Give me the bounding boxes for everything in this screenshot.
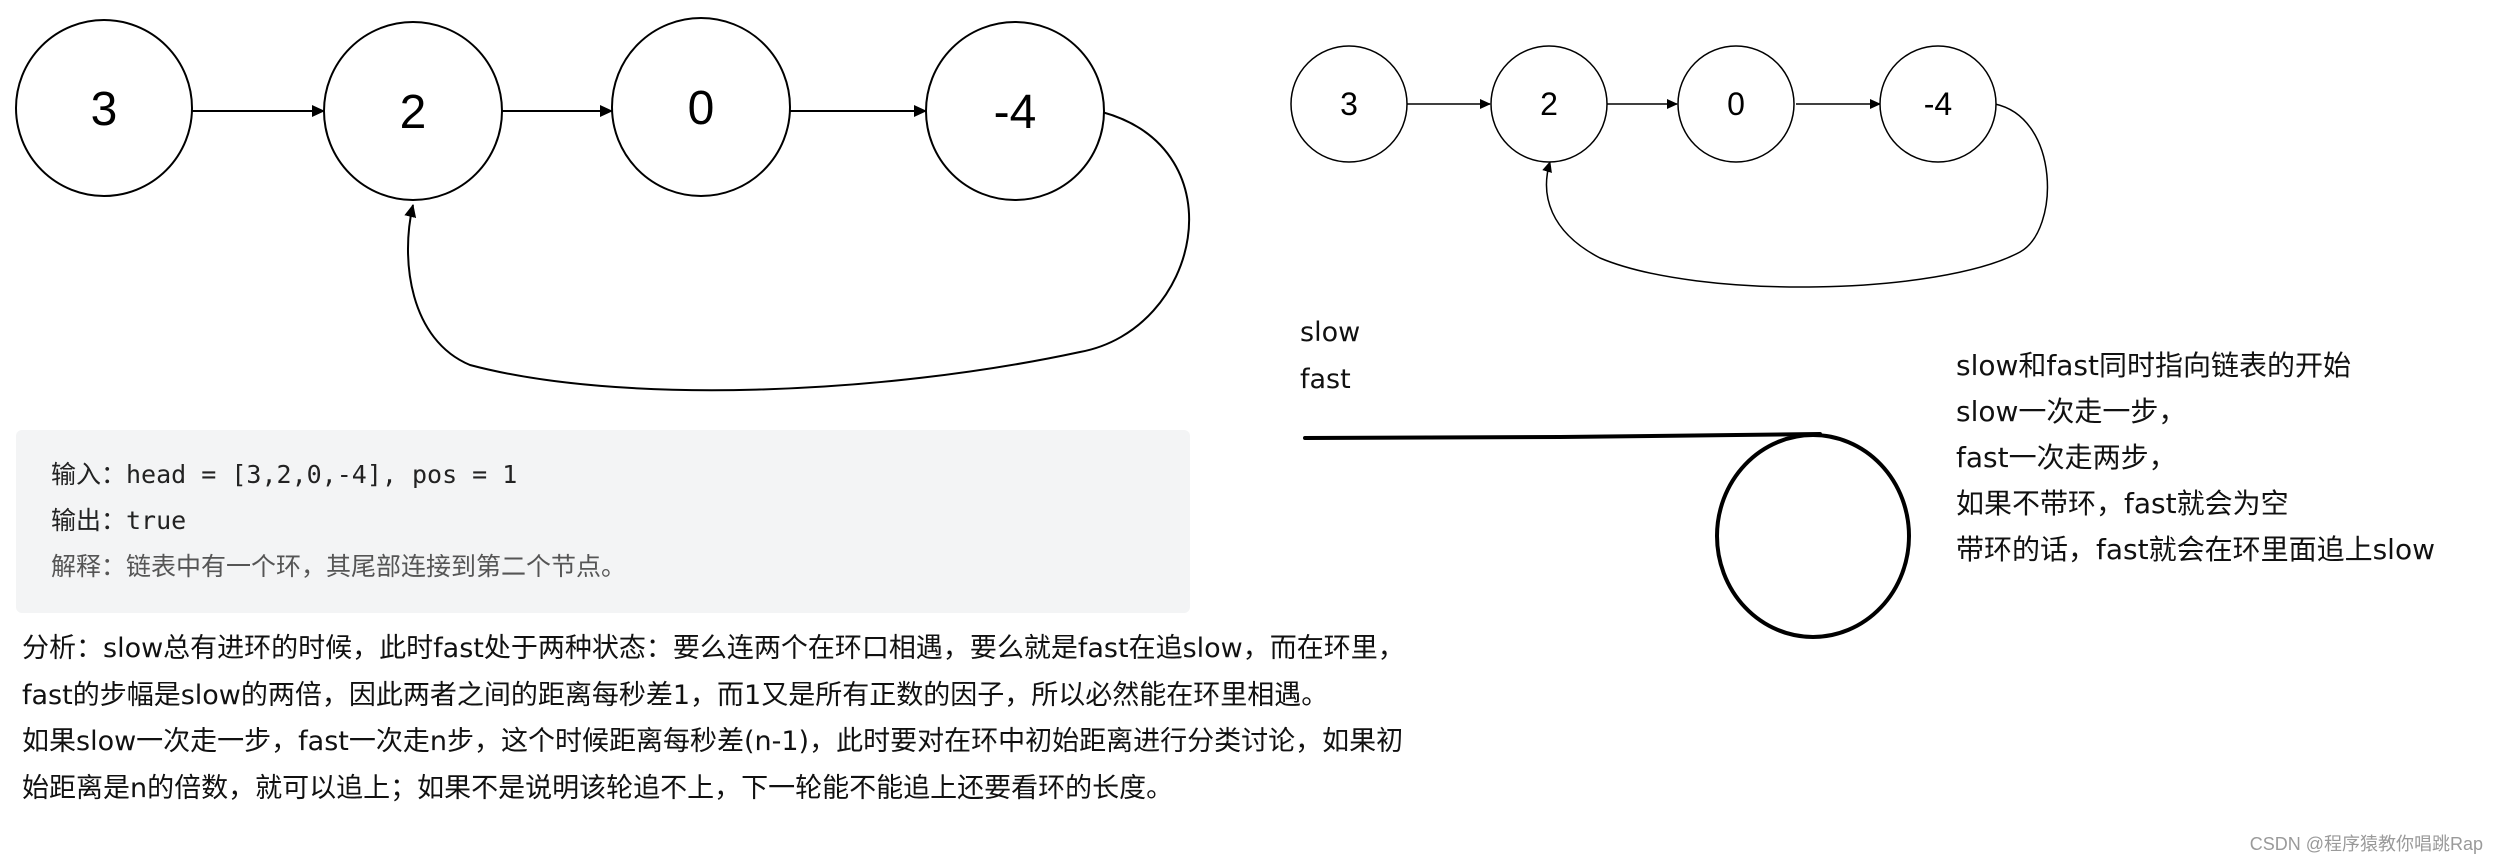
right-node-labels: 3 2 0 -4 bbox=[1340, 86, 1952, 122]
right-node-label: -4 bbox=[1924, 86, 1952, 122]
note-line: slow和fast同时指向链表的开始 bbox=[1956, 349, 2351, 382]
left-node-label: 2 bbox=[400, 86, 427, 139]
right-node bbox=[1677, 45, 1795, 163]
right-node-label: 0 bbox=[1727, 86, 1745, 122]
note-line: 带环的话，fast就会在环里面追上slow bbox=[1956, 533, 2435, 566]
right-linked-list bbox=[1290, 45, 2049, 288]
right-cycle-edge bbox=[1542, 103, 2049, 288]
notes-text: slow和fast同时指向链表的开始 slow一次走一步， fast一次走两步，… bbox=[1956, 343, 2435, 573]
left-node bbox=[925, 21, 1105, 201]
example-input: 输入：head = [3,2,0,-4], pos = 1 bbox=[51, 460, 518, 489]
example-box: 输入：head = [3,2,0,-4], pos = 1 输出：true 解释… bbox=[16, 430, 1190, 613]
note-line: 如果不带环，fast就会为空 bbox=[1956, 487, 2289, 520]
watermark: CSDN @程序猿教你唱跳Rap bbox=[2249, 834, 2483, 854]
analysis-line: fast的步幅是slow的两倍，因此两者之间的距离每秒差1，而1又是所有正数的因… bbox=[22, 679, 1329, 711]
analysis-line: 始距离是n的倍数，就可以追上；如果不是说明该轮追不上，下一轮能不能追上还要看环的… bbox=[22, 772, 1174, 804]
left-node bbox=[323, 21, 503, 201]
cycle-sketch bbox=[1303, 432, 1911, 639]
left-node-label: 0 bbox=[688, 82, 715, 135]
sketch-loop bbox=[1715, 433, 1911, 639]
example-explanation: 解释：链表中有一个环，其尾部连接到第二个节点。 bbox=[51, 552, 627, 581]
analysis-line: 如果slow一次走一步，fast一次走n步，这个时候距离每秒差(n-1)，此时要… bbox=[22, 726, 1404, 757]
right-node bbox=[1290, 45, 1408, 163]
slow-label: slow bbox=[1300, 317, 1361, 348]
right-node-label: 3 bbox=[1340, 86, 1358, 122]
left-node bbox=[15, 19, 193, 197]
example-output: 输出：true bbox=[51, 506, 187, 535]
right-node-label: 2 bbox=[1540, 86, 1558, 122]
analysis-line: 分析：slow总有进环的时候，此时fast处于两种状态：要么连两个在环口相遇，要… bbox=[22, 633, 1405, 664]
right-node bbox=[1879, 45, 1997, 163]
left-linked-list bbox=[15, 17, 1191, 392]
left-node-labels: 3 2 0 -4 bbox=[91, 82, 1037, 139]
note-line: fast一次走两步， bbox=[1956, 441, 2177, 474]
left-node-label: -4 bbox=[994, 86, 1037, 139]
sketch-straight-path bbox=[1303, 432, 1822, 440]
left-node bbox=[611, 17, 791, 197]
right-node bbox=[1490, 45, 1608, 163]
fast-label: fast bbox=[1300, 364, 1351, 395]
left-cycle-edge bbox=[404, 111, 1191, 392]
analysis-text: 分析：slow总有进环的时候，此时fast处于两种状态：要么连两个在环口相遇，要… bbox=[22, 626, 1492, 812]
note-line: slow一次走一步， bbox=[1956, 395, 2187, 428]
left-node-label: 3 bbox=[91, 83, 118, 136]
